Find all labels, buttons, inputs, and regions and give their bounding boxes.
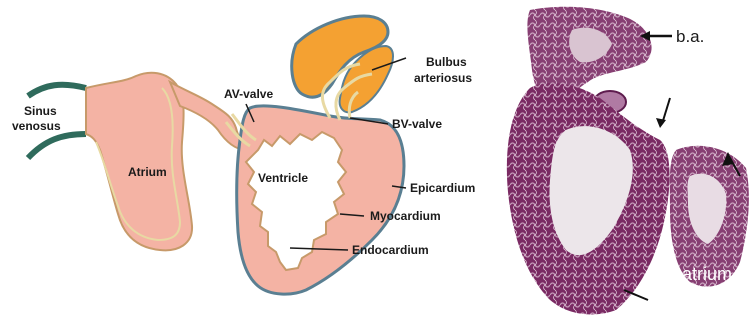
micrograph-label-ba: b.a. [676, 27, 704, 46]
label-bulbus-2: arteriosus [414, 71, 472, 85]
atrium-wall [86, 73, 192, 251]
micrograph-label-valve: valve [664, 72, 706, 92]
schematic-diagram: Sinus venosus Atrium AV-valve Ventricle … [12, 16, 475, 294]
label-ventricle: Ventricle [258, 171, 308, 185]
label-myocardium: Myocardium [370, 209, 441, 223]
label-bulbus-1: Bulbus [426, 55, 467, 69]
label-bv-valve: BV-valve [392, 117, 442, 131]
label-av-valve: AV-valve [224, 87, 273, 101]
label-sinus-venosus-2: venosus [12, 119, 61, 133]
sinus-venosus-upper-vessel [28, 85, 86, 96]
micrograph-label-ventricle: ventricle [650, 290, 717, 310]
label-atrium: Atrium [128, 165, 167, 179]
micrograph-label-atrium: atrium [682, 264, 732, 284]
label-sinus-venosus-1: Sinus [24, 104, 57, 118]
histology-micrograph: A b.a. valve atrium ventricle [500, 0, 753, 320]
label-epicardium: Epicardium [410, 181, 475, 195]
label-endocardium: Endocardium [352, 243, 429, 257]
panel-letter: A [504, 4, 514, 19]
sinus-venosus-lower-vessel [28, 134, 86, 158]
